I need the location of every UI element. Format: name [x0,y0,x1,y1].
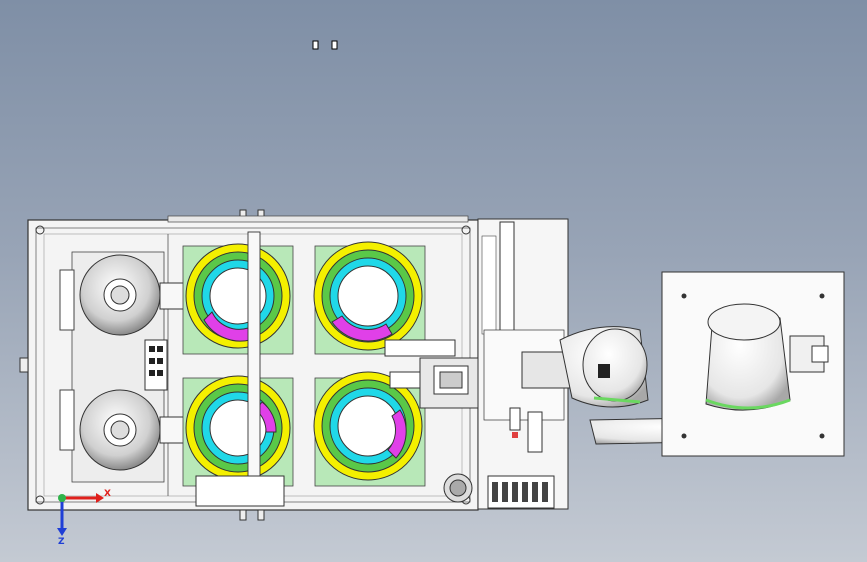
axis-x-label: X [104,489,111,499]
axis-triad-icon: X Z [57,489,111,547]
robot-base-plate [661,271,845,457]
gripper-assembly [384,339,481,503]
side-panel [477,218,569,510]
left-feeder-module [59,251,237,483]
tray-stations [182,231,426,507]
top-markers [312,40,338,50]
axis-z-label: Z [58,537,65,547]
